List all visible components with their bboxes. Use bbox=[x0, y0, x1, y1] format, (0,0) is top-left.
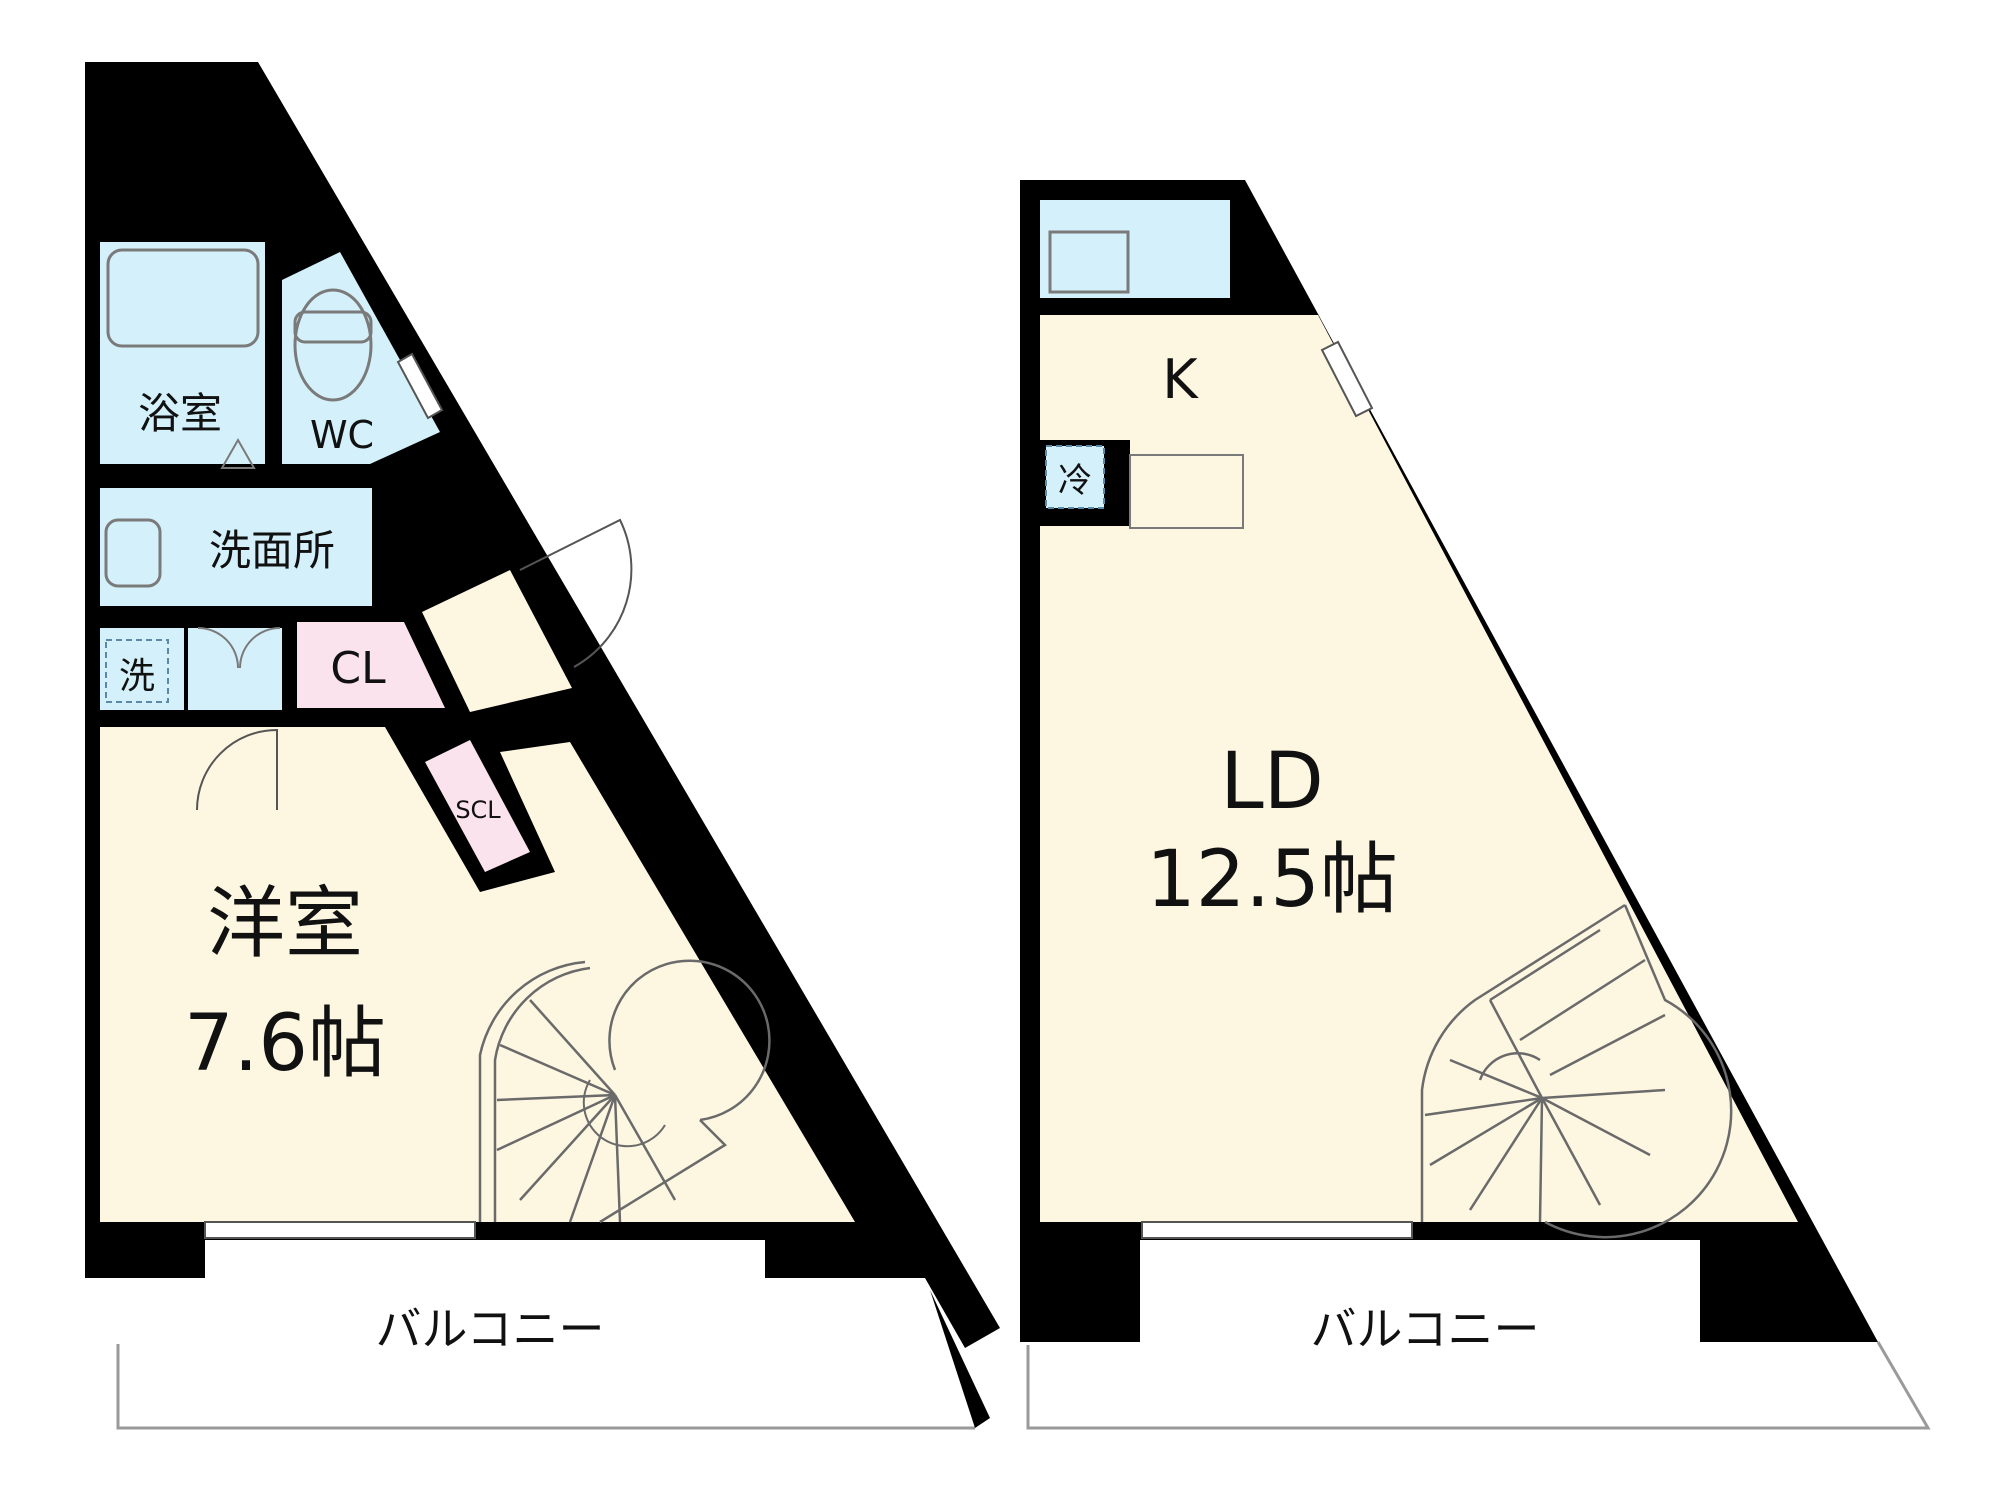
floor1-laundry-area bbox=[100, 628, 184, 710]
floor2-plan: バルコニー K 冷 bbox=[1020, 180, 1931, 1430]
floor2-fridge-label: 冷 bbox=[1058, 461, 1092, 501]
floor1-closet bbox=[297, 622, 445, 708]
floor2-ld-size: 12.5帖 bbox=[1146, 835, 1398, 925]
floor1-shoe-closet-label: SCL bbox=[455, 796, 501, 824]
floor1-room-label: 洋室 bbox=[207, 879, 363, 969]
floor2-balcony-outline bbox=[1026, 1341, 1931, 1430]
floor1-bath-label: 浴室 bbox=[138, 389, 222, 438]
floor1-bath bbox=[100, 242, 265, 464]
floor2-kitchen-island bbox=[1129, 454, 1244, 529]
entrance-door-swing bbox=[519, 518, 633, 668]
kitchen-sink-icon bbox=[1048, 230, 1130, 294]
floor2-balcony-label: バルコニー bbox=[1310, 1302, 1539, 1356]
washer-space bbox=[105, 639, 169, 703]
storage-door-swing bbox=[197, 627, 281, 669]
floor2-spiral-stair bbox=[1420, 903, 1733, 1239]
floor1-laundry-label: 洗 bbox=[119, 656, 155, 697]
floor1-western-room bbox=[100, 727, 855, 1222]
floor1-room-size: 7.6帖 bbox=[184, 999, 386, 1089]
floor2-living-dining bbox=[1040, 315, 1798, 1222]
floor2-kitchen-counter bbox=[1040, 200, 1230, 298]
floor1-entrance bbox=[422, 570, 572, 712]
floor2-kitchen-label: K bbox=[1162, 348, 1199, 411]
floor1-balcony-label: バルコニー bbox=[375, 1302, 604, 1356]
floor1-shoe-closet bbox=[425, 740, 530, 872]
floor2-window bbox=[1141, 1221, 1413, 1239]
floor1-storage bbox=[188, 628, 282, 710]
floor1-balcony-slant bbox=[930, 1290, 990, 1428]
bathtub-icon bbox=[106, 248, 260, 348]
toilet-tank-icon bbox=[293, 310, 373, 344]
floor2-balcony-floor bbox=[1140, 1240, 1700, 1342]
floor1-closet-label: CL bbox=[330, 643, 386, 694]
floor2-diagonal-window bbox=[1320, 340, 1374, 418]
bath-door-icon bbox=[220, 437, 256, 469]
floor2-ld-label: LD bbox=[1220, 737, 1324, 827]
floor1-wc-label: WC bbox=[310, 413, 374, 457]
floor1-plan: バルコニー SCL CL 浴室 WC 洗面所 洗 bbox=[85, 62, 1000, 1430]
sink-icon bbox=[104, 518, 162, 588]
floor1-room-window bbox=[204, 1221, 476, 1239]
floor1-balcony-outline bbox=[116, 1344, 975, 1430]
toilet-icon bbox=[293, 288, 373, 402]
floor1-spiral-stair bbox=[478, 959, 771, 1224]
floor1-wc-window bbox=[396, 352, 444, 420]
room-door-swing bbox=[196, 728, 278, 811]
floor1-washroom-label: 洗面所 bbox=[209, 526, 335, 575]
floor1-balcony-floor bbox=[205, 1240, 765, 1345]
floor2-fridge-space bbox=[1046, 446, 1104, 508]
floor1-wc bbox=[282, 252, 440, 464]
